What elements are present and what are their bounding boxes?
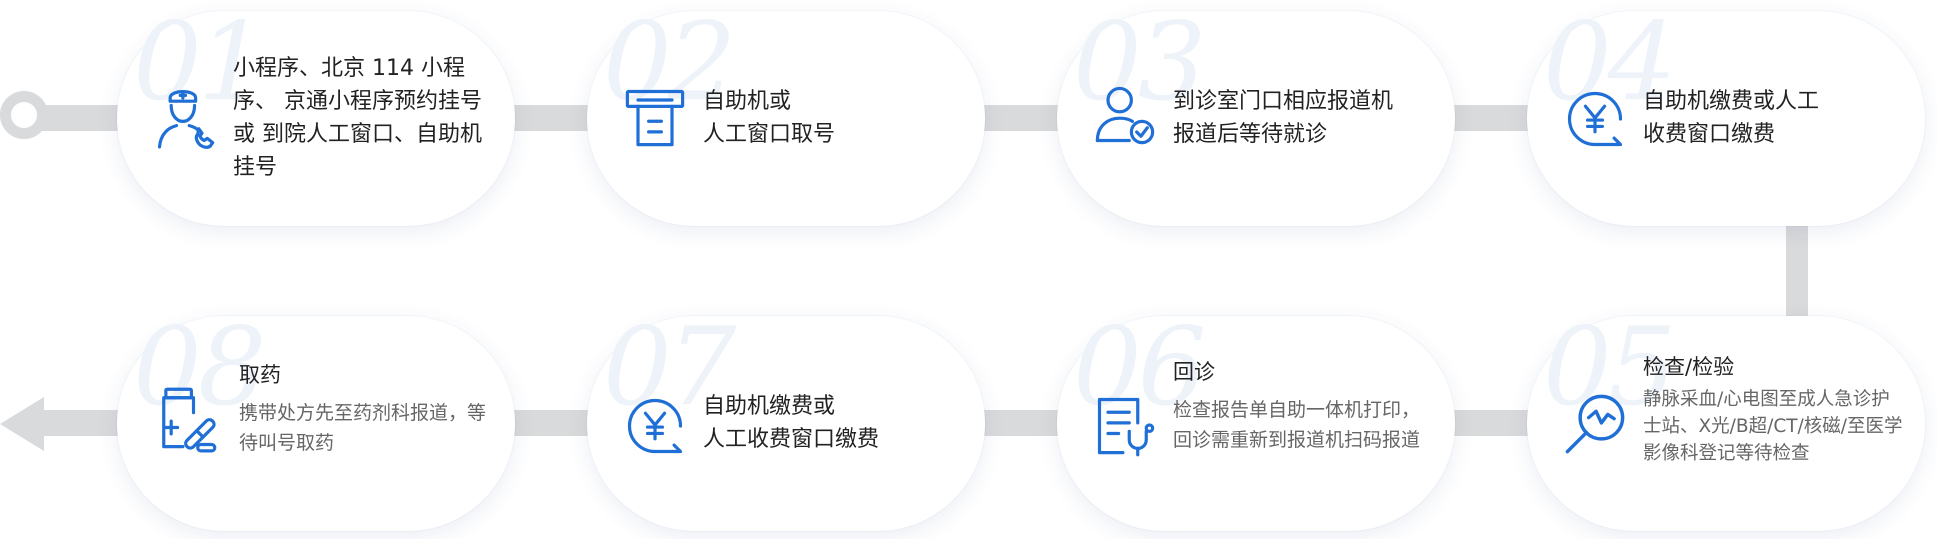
- step-text: 取药 携带处方先至药剂科报道，等待叫号取药: [239, 360, 497, 458]
- step-text: 回诊 检查报告单自助一体机打印，回诊需重新到报道机扫码报道: [1173, 357, 1437, 455]
- connector-2-3: [980, 105, 1070, 131]
- report-stethoscope-icon: [1091, 391, 1159, 459]
- end-connector-line: [40, 410, 130, 436]
- step-text: 自助机缴费或人工 收费窗口缴费: [1643, 85, 1907, 151]
- connector-6-7: [980, 410, 1070, 436]
- step-text: 自助机或 人工窗口取号: [703, 85, 967, 151]
- step-text-line-2: 收费窗口缴费: [1643, 122, 1776, 147]
- step-card-08: 08 取药 携带处方先至药剂科报道，等待叫号取药: [117, 305, 515, 531]
- step-number: 06: [1073, 305, 1206, 430]
- step-number: 08: [133, 305, 266, 430]
- step-text-line-1: 自助机或: [703, 89, 792, 114]
- nurse-phone-icon: [151, 81, 219, 149]
- step-card-07: 07 自助机缴费或 人工收费窗口缴费: [587, 314, 985, 531]
- step-card-03: 03 到诊室门口相应报道机 报道后等待就诊: [1057, 0, 1455, 226]
- step-text-line-1: 到诊室门口相应报道机: [1173, 89, 1394, 114]
- step-text: 到诊室门口相应报道机 报道后等待就诊: [1173, 85, 1437, 151]
- step-card-04: 04 自助机缴费或人工 收费窗口缴费: [1527, 9, 1925, 226]
- magnifier-pulse-icon: [1561, 390, 1629, 458]
- step-text: 小程序、北京 114 小程序、 京通小程序预约挂号或 到院人工窗口、自助机挂号: [233, 56, 482, 180]
- user-check-icon: [1091, 81, 1159, 149]
- step-description: 静脉采血/心电图至成人急诊护士站、X光/B超/CT/核磁/至医学影像科登记等待检…: [1643, 389, 1903, 464]
- step-text-line-2: 人工收费窗口缴费: [703, 427, 880, 452]
- step-number: 01: [133, 0, 266, 125]
- yuan-payment-icon: [1561, 85, 1629, 153]
- step-title: 检查/检验: [1643, 355, 1735, 379]
- step-title: 回诊: [1173, 360, 1215, 384]
- step-text-line-1: 自助机缴费或: [703, 394, 836, 419]
- end-arrow: [0, 397, 44, 451]
- step-card-02: 02 自助机或 人工窗口取号: [587, 9, 985, 226]
- step-title: 取药: [239, 363, 281, 387]
- connector-5-6: [1450, 410, 1540, 436]
- yuan-payment-icon: [621, 392, 689, 460]
- step-text-line-2: 人工窗口取号: [703, 122, 836, 147]
- step-card-01: 01 小程序、北京 114 小程序、 京通小程序预约挂号或 到院人工窗口、自助机…: [117, 0, 515, 226]
- step-card-06: 06 回诊 检查报告单自助一体机打印，回诊需重新到报道机扫码报道: [1057, 305, 1455, 531]
- medicine-pills-icon: [151, 385, 219, 453]
- step-description: 检查报告单自助一体机打印，回诊需重新到报道机扫码报道: [1173, 399, 1421, 451]
- step-text-line-2: 报道后等待就诊: [1173, 122, 1328, 147]
- connector-4-5-vertical: [1786, 215, 1808, 325]
- step-number: 05: [1543, 305, 1676, 430]
- start-ring: [0, 91, 48, 139]
- step-text: 自助机缴费或 人工收费窗口缴费: [703, 390, 967, 456]
- connector-3-4: [1450, 105, 1540, 131]
- step-description: 携带处方先至药剂科报道，等待叫号取药: [239, 402, 487, 454]
- step-number: 03: [1073, 0, 1206, 125]
- connector-7-8: [510, 410, 600, 436]
- ticket-machine-icon: [621, 83, 689, 151]
- step-text-line-1: 自助机缴费或人工: [1643, 89, 1820, 114]
- step-card-05: 05 检查/检验 静脉采血/心电图至成人急诊护士站、X光/B超/CT/核磁/至医…: [1527, 305, 1925, 531]
- connector-1-2: [510, 105, 600, 131]
- step-text: 检查/检验 静脉采血/心电图至成人急诊护士站、X光/B超/CT/核磁/至医学影像…: [1643, 352, 1907, 467]
